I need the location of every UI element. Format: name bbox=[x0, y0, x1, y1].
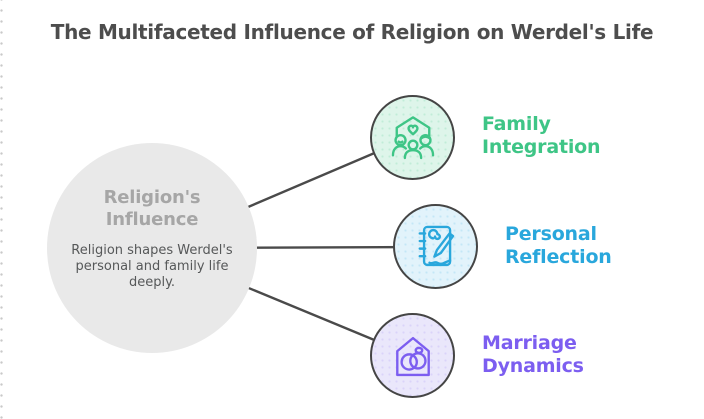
journal-pen-icon bbox=[418, 225, 454, 266]
center-topic-circle: Religion's Influence Religion shapes Wer… bbox=[47, 143, 257, 353]
center-topic-heading: Religion's Influence bbox=[103, 187, 201, 230]
family-house-heart-icon bbox=[391, 115, 434, 159]
node-circle-marriage-dynamics bbox=[370, 313, 455, 398]
node-circle-personal-reflection bbox=[393, 204, 478, 289]
page-title: The Multifaceted Influence of Religion o… bbox=[50, 20, 654, 44]
node-label-family-integration: Family Integration bbox=[482, 113, 601, 158]
wedding-rings-house-icon bbox=[395, 336, 430, 376]
left-edge-dot-texture bbox=[0, 0, 3, 419]
node-label-marriage-dynamics: Marriage Dynamics bbox=[482, 332, 584, 377]
center-topic-description: Religion shapes Werdel's personal and fa… bbox=[71, 242, 233, 290]
node-label-personal-reflection: Personal Reflection bbox=[505, 223, 612, 268]
node-circle-family-integration bbox=[370, 95, 455, 180]
